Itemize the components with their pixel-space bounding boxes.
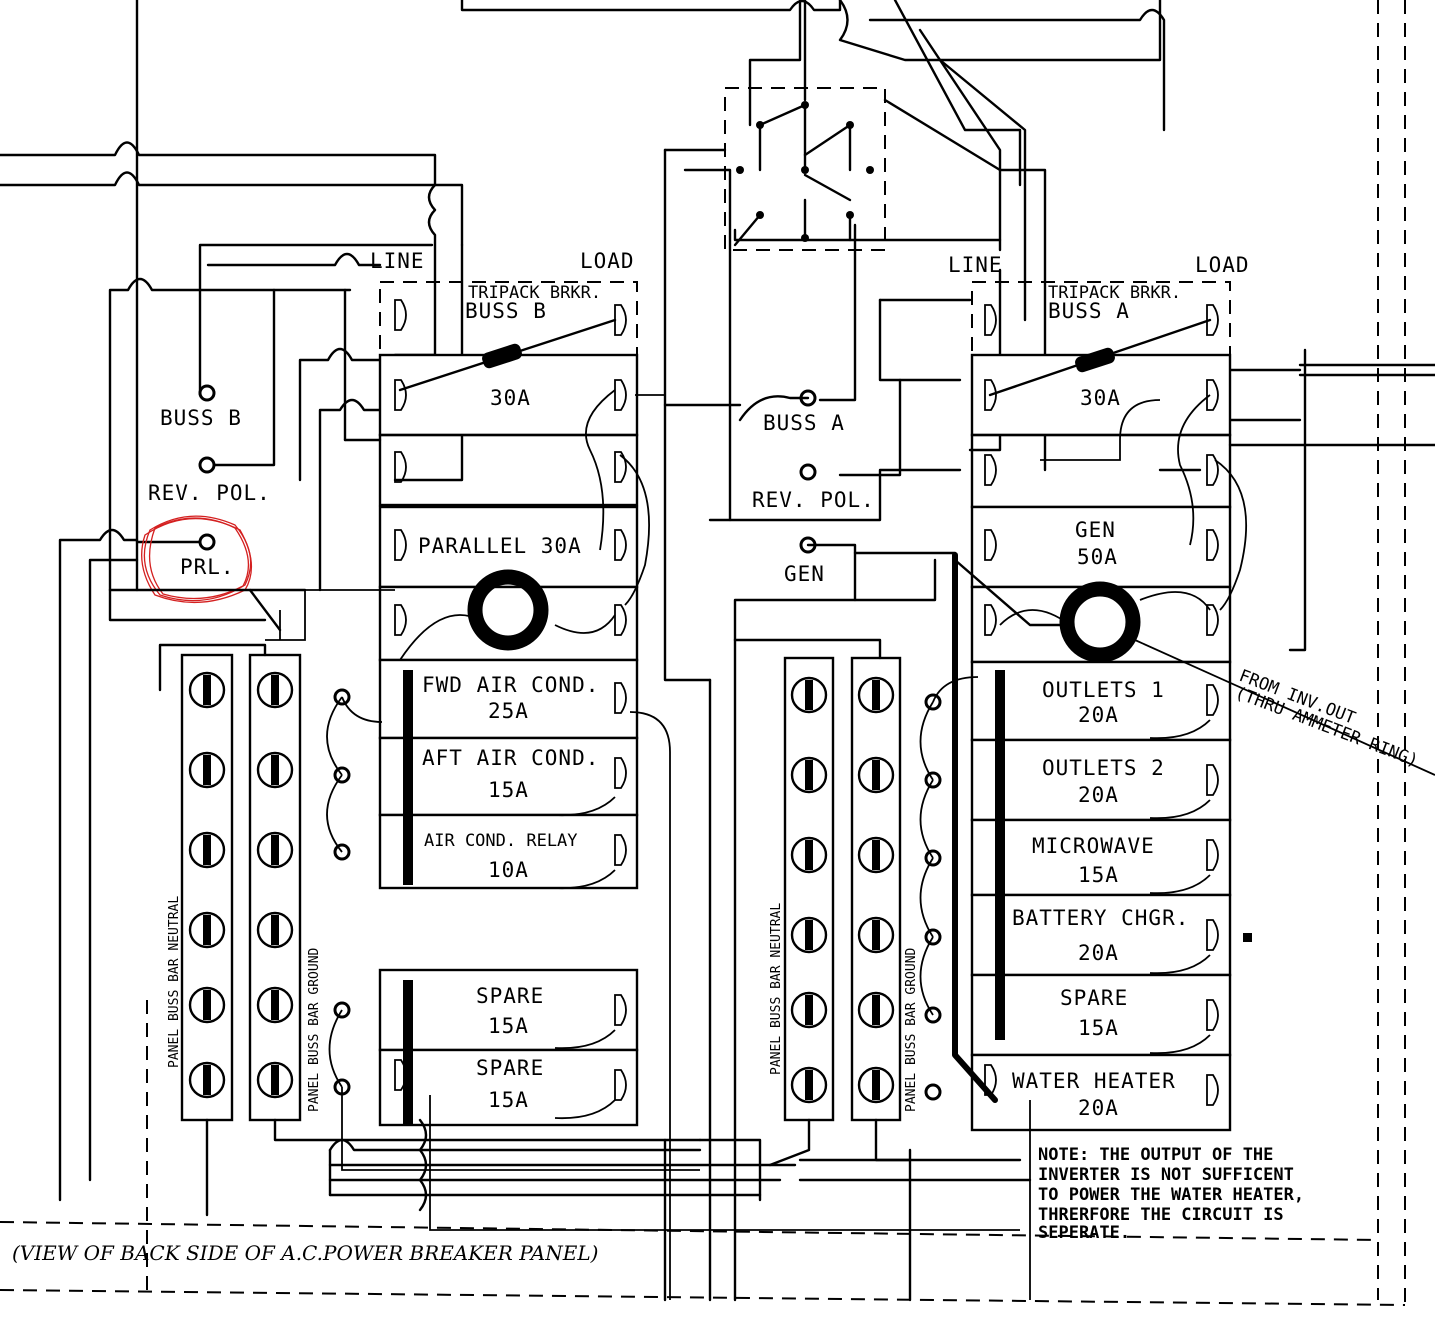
panel-b-breaker-7-label: SPARE (476, 1056, 544, 1080)
panel-a-breaker-5-amps: 15A (1078, 863, 1119, 887)
panel-a-line-lugs (984, 304, 997, 1096)
note-line-5: SEPERATE. (1038, 1223, 1130, 1243)
panel-b-line-label: LINE (370, 249, 425, 273)
panel-a-neutral-screws (790, 676, 828, 1104)
panel-b-breaker-5-label: AIR COND. RELAY (424, 831, 578, 851)
panel-a-breaker-3-amps: 20A (1078, 703, 1119, 727)
panel-a-breaker-5-label: MICROWAVE (1032, 834, 1155, 858)
panel-b-neutral-label: PANEL BUSS BAR NEUTRAL (167, 896, 182, 1068)
panel-a-ground-screws (857, 676, 895, 1104)
panel-a-breaker-8-amps: 20A (1078, 1096, 1119, 1120)
panel-a-ground-label: PANEL BUSS BAR GROUND (904, 947, 919, 1112)
panel-b-breaker-3-label: FWD AIR COND. (422, 673, 599, 697)
panel-b-breaker-2-label: PARALLEL 30A (418, 534, 582, 558)
panel-a: LINE LOAD TRIPACK BRKR. BUSS A 30A GEN 5… (663, 253, 1435, 1302)
panel-b-breaker-5-amps: 10A (488, 858, 529, 882)
panel-a-tripack-label: TRIPACK BRKR. (1048, 283, 1181, 303)
panel-a-terminal-revpol: REV. POL. (752, 488, 875, 512)
panel-b: LINE LOAD TRIPACK BRKR. BUSS B 30A PARAL… (58, 249, 1020, 1300)
panel-b-breaker-3-amps: 25A (488, 699, 529, 723)
panel-b-buss-label: BUSS B (465, 299, 547, 323)
panel-a-terminal-gen: GEN (784, 562, 825, 586)
panel-b-tripack-label: TRIPACK BRKR. (468, 283, 601, 303)
panel-b-load-lugs (614, 304, 627, 1101)
panel-b-breaker-4-amps: 15A (488, 778, 529, 802)
panel-b-breaker-7-amps: 15A (488, 1088, 529, 1112)
panel-a-load-lugs (1206, 304, 1219, 1106)
note-line-1: NOTE: THE OUTPUT OF THE (1038, 1145, 1273, 1165)
panel-a-neutral-label: PANEL BUSS BAR NEUTRAL (769, 903, 784, 1075)
panel-b-breaker-6-amps: 15A (488, 1014, 529, 1038)
panel-b-breaker-1-label: 30A (490, 386, 531, 410)
panel-a-breaker-7-label: SPARE (1060, 986, 1128, 1010)
note-block: NOTE: THE OUTPUT OF THE INVERTER IS NOT … (1038, 1145, 1304, 1243)
panel-b-terminal-revpol: REV. POL. (148, 481, 271, 505)
panel-b-ground-label: PANEL BUSS BAR GROUND (307, 947, 322, 1112)
panel-a-breaker-1-label: 30A (1080, 386, 1121, 410)
panel-a-line-label: LINE (948, 253, 1003, 277)
panel-a-breaker-3-label: OUTLETS 1 (1042, 678, 1165, 702)
panel-a-breaker-7-amps: 15A (1078, 1016, 1119, 1040)
panel-b-neutral-screws (188, 671, 226, 1099)
panel-a-breaker-4-amps: 20A (1078, 783, 1119, 807)
panel-b-ground-screws (256, 671, 294, 1099)
panel-b-terminal-buss: BUSS B (160, 406, 242, 430)
panel-a-breaker-4-label: OUTLETS 2 (1042, 756, 1165, 780)
panel-b-line-lugs (394, 299, 407, 1091)
panel-a-neutral-loops (919, 676, 979, 1101)
panel-b-terminal-prl: PRL. (180, 555, 235, 579)
note-line-2: INVERTER IS NOT SUFFICENT (1038, 1165, 1294, 1185)
panel-a-breaker-2-label: GEN (1075, 518, 1116, 542)
panel-a-breaker-6-amps: 20A (1078, 941, 1119, 965)
panel-a-breaker-2-amps: 50A (1077, 545, 1118, 569)
note-line-3: TO POWER THE WATER HEATER, (1038, 1185, 1304, 1205)
note-line-4: THRERFORE THE CIRCUIT IS (1038, 1205, 1284, 1225)
panel-b-neutral-loops (326, 688, 1020, 1231)
panel-a-buss-label: BUSS A (1048, 299, 1130, 323)
panel-a-terminal-buss: BUSS A (763, 411, 845, 435)
inverter-label-line-2: (THRU AMMETER RING) (1232, 683, 1421, 771)
panel-a-breaker-6-label: BATTERY CHGR. (1012, 906, 1189, 930)
diagram-title: (VIEW OF BACK SIDE OF A.C.POWER BREAKER … (12, 1241, 598, 1265)
inverter-label: FROM INV.OUT (THRU AMMETER RING) (1232, 666, 1421, 771)
panel-a-load-label: LOAD (1195, 253, 1250, 277)
panel-b-load-label: LOAD (580, 249, 635, 273)
panel-b-breaker-4-label: AFT AIR COND. (422, 746, 599, 770)
lower-harness (328, 1118, 1032, 1212)
panel-a-breaker-8-label: WATER HEATER (1012, 1069, 1176, 1093)
transfer-switch (724, 87, 886, 251)
enclosure-dashed-border (0, 0, 1406, 1306)
panel-b-breaker-6-label: SPARE (476, 984, 544, 1008)
